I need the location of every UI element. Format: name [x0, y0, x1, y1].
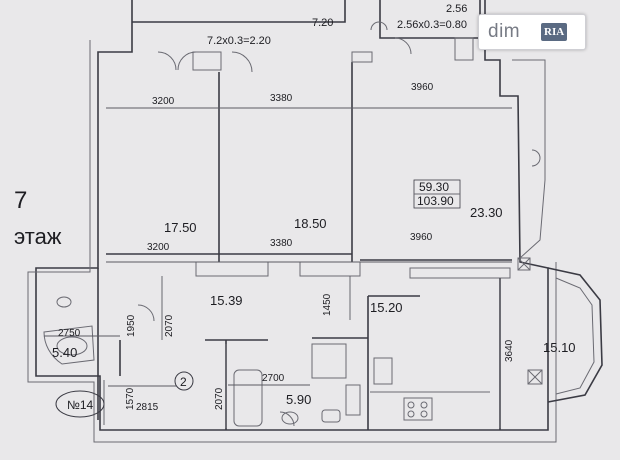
area-living-total: 59.30 — [419, 180, 449, 194]
balcony-area: 7.20 — [312, 17, 333, 29]
dim-wc-h: 2815 — [136, 402, 159, 413]
dim-kitchen-v: 3640 — [504, 339, 515, 362]
dim-bath-v2: 2070 — [164, 314, 175, 337]
washing-unit — [345, 384, 361, 416]
dim-room3-bottom: 3960 — [410, 232, 433, 243]
corridor-number: 2 — [180, 375, 187, 389]
watermark-text: dim — [488, 21, 521, 42]
area-bathroom: 5.40 — [52, 345, 77, 360]
balcony2-formula: 2.56x0.3=0.80 — [397, 19, 467, 31]
area-kitchen-hall: 15.20 — [370, 300, 403, 315]
apartment-number-oval — [55, 390, 105, 418]
dim-room2-top: 3380 — [270, 93, 293, 104]
watermark-badge: RIA — [541, 23, 568, 41]
kitchen-sink — [373, 357, 393, 385]
dim-room1-bottom: 3200 — [147, 242, 170, 253]
vent-shaft — [517, 257, 531, 271]
toilet-bowl — [281, 411, 299, 425]
area-hall: 15.39 — [210, 293, 243, 308]
stove — [403, 397, 433, 421]
area-bay-room: 15.10 — [543, 340, 576, 355]
floor-word: этаж — [14, 224, 62, 249]
balcony2-top: 2.56 — [446, 3, 467, 15]
bay-window — [527, 267, 603, 403]
window-pier — [351, 51, 373, 63]
area-total: 103.90 — [417, 194, 454, 208]
floor-number: 7 — [14, 187, 27, 214]
dim-bath-h: 2750 — [58, 328, 81, 339]
dim-hall-depth: 1450 — [322, 293, 333, 316]
dim-bath-v1: 1950 — [126, 314, 137, 337]
wc-sink — [321, 409, 341, 423]
dim-room2-bottom: 3380 — [270, 238, 293, 249]
partition-block — [409, 267, 511, 279]
area-room3: 23.30 — [470, 205, 503, 220]
area-room1: 17.50 — [164, 220, 197, 235]
dimension-lines — [44, 107, 512, 428]
area-room2: 18.50 — [294, 216, 327, 231]
dim-room1-top: 3200 — [152, 96, 175, 107]
shower-tray — [311, 343, 347, 379]
bathtub-basin — [56, 336, 88, 356]
outer-walls — [27, 0, 557, 443]
fixtures — [43, 296, 490, 427]
corridor-number-circle — [174, 371, 194, 391]
apartment-number: №14 — [67, 398, 94, 412]
watermark-logo: dim RIA — [478, 14, 586, 50]
area-toilet: 5.90 — [286, 392, 311, 407]
door-swings — [137, 21, 541, 427]
dim-corridor-v: 2070 — [214, 387, 225, 410]
window-pier — [192, 51, 222, 71]
sink — [56, 296, 72, 308]
dim-corridor-h: 2700 — [262, 373, 285, 384]
dim-room3-top: 3960 — [411, 82, 434, 93]
bathtub-corner — [43, 325, 95, 365]
dim-wc-v: 1570 — [125, 387, 136, 410]
window-pier — [454, 37, 474, 61]
bathtub — [233, 369, 263, 427]
balcony-formula: 7.2x0.3=2.20 — [207, 35, 271, 47]
